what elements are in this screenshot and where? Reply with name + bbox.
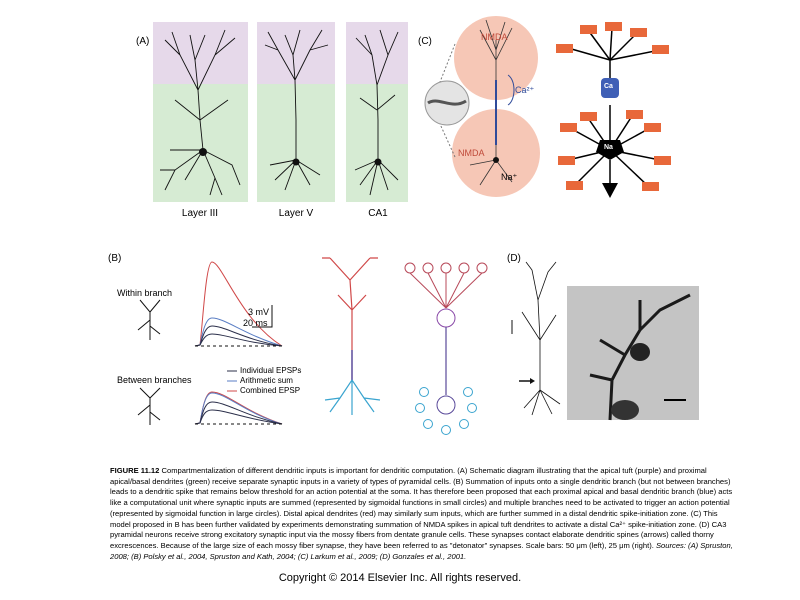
figure-caption: FIGURE 11.12 Compartmentalization of dif… bbox=[110, 466, 740, 562]
copyright-notice: Copyright © 2014 Elsevier Inc. All right… bbox=[278, 572, 522, 584]
apical-nmda-label: NMDA bbox=[481, 32, 508, 42]
label-ca1: CA1 bbox=[368, 208, 388, 219]
within-branch-label: Within branch bbox=[117, 288, 173, 298]
ca-box-label: Ca bbox=[604, 83, 613, 90]
panel-a-letter: (A) bbox=[136, 36, 150, 47]
nmda-labels bbox=[556, 22, 671, 191]
scale-ms-label: 20 ms bbox=[243, 318, 268, 328]
ca-ion-label: Ca²⁺ bbox=[515, 85, 535, 95]
na-node-label: Na bbox=[604, 144, 613, 151]
between-branches-label: Between branches bbox=[117, 375, 192, 385]
somatic-nmda-label: NMDA bbox=[458, 148, 485, 158]
caption-body: Compartmentalization of different dendri… bbox=[110, 466, 733, 550]
caption-sources: Sources: (A) Spruston, 2008; (B) Polsky … bbox=[110, 540, 733, 561]
scale-mv-label: 3 mV bbox=[248, 307, 270, 317]
legend-arithmetic-sum: Arithmetic sum bbox=[240, 376, 293, 385]
output-arrow bbox=[602, 183, 618, 198]
panel-c-letter: (C) bbox=[418, 36, 432, 47]
ca1-soma bbox=[374, 158, 382, 166]
layer3-apical-zone bbox=[153, 22, 248, 84]
legend-combined-epsp: Combined EPSP bbox=[240, 386, 301, 395]
legend-individual-epsps: Individual EPSPs bbox=[240, 366, 302, 375]
na-ion-label: Na⁺ bbox=[501, 172, 518, 182]
panel-b-letter: (B) bbox=[108, 253, 122, 264]
na-node bbox=[596, 140, 624, 160]
layer3-soma bbox=[199, 148, 207, 156]
panel-d-letter: (D) bbox=[507, 253, 521, 264]
layer5-soma bbox=[292, 158, 300, 166]
layer5-apical-zone bbox=[257, 22, 335, 84]
label-layer-iii: Layer III bbox=[181, 208, 219, 219]
ca-box bbox=[601, 78, 619, 98]
figure-label: FIGURE 11.12 bbox=[110, 466, 160, 475]
label-layer-v: Layer V bbox=[278, 208, 314, 219]
ca1-proximal-zone bbox=[346, 84, 408, 202]
